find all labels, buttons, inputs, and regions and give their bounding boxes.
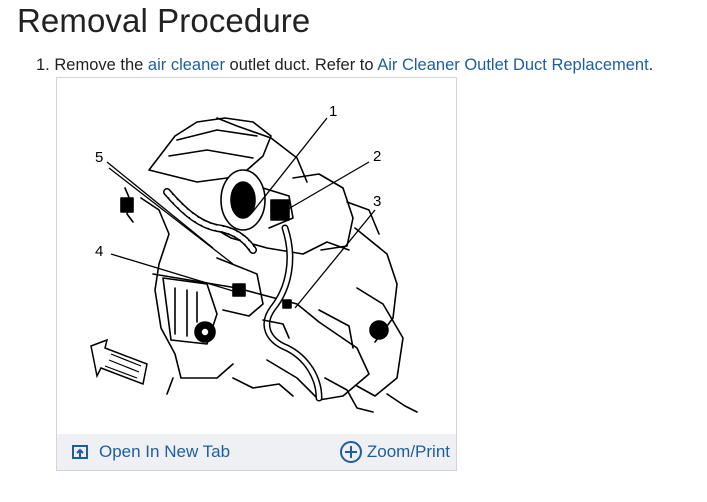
- open-in-new-tab-icon: [72, 445, 88, 459]
- callout-5: 5: [95, 149, 103, 166]
- open-in-new-tab-button[interactable]: Open In New Tab: [71, 442, 230, 462]
- callout-2: 2: [373, 148, 381, 165]
- callout-3: 3: [373, 193, 381, 210]
- page-title: Removal Procedure: [17, 2, 311, 39]
- air-cleaner-link[interactable]: air cleaner: [147, 56, 225, 74]
- engine-diagram[interactable]: 1 2 3 4 5: [57, 78, 456, 434]
- figure-container: 1 2 3 4 5 Open In New Tab Zoom/Print: [56, 77, 457, 471]
- open-in-new-tab-label: Open In New Tab: [99, 442, 231, 461]
- zoom-plus-icon: [339, 441, 362, 463]
- zoom-print-label: Zoom/Print: [366, 442, 450, 461]
- zoom-print-button[interactable]: Zoom/Print: [339, 440, 450, 464]
- step-text-pre: Remove the: [54, 56, 148, 74]
- step-text-post: .: [648, 56, 654, 74]
- callout-4: 4: [95, 243, 103, 260]
- figure-toolbar: Open In New Tab Zoom/Print: [57, 434, 456, 470]
- callout-1: 1: [329, 103, 337, 120]
- step-number: 1.: [36, 56, 50, 74]
- air-cleaner-outlet-duct-replacement-link[interactable]: Air Cleaner Outlet Duct Replacement: [377, 56, 649, 74]
- step-text-mid: outlet duct. Refer to: [224, 56, 378, 74]
- step-1: 1. Remove the air cleaner outlet duct. R…: [36, 55, 653, 75]
